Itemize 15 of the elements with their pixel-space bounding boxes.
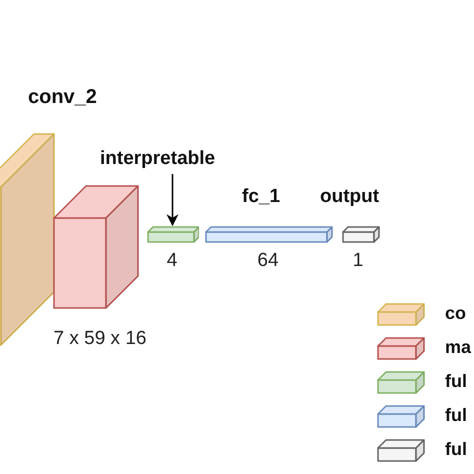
dimension-label: 7 x 59 x 16	[54, 328, 146, 351]
layer-name: conv_2	[28, 85, 97, 109]
size-label: 64	[257, 250, 279, 273]
layer-name: fc_1	[242, 186, 280, 209]
pooling-layer-block	[53, 185, 139, 309]
layer-label: interpretable	[100, 148, 216, 171]
legend-label: ma	[445, 337, 472, 359]
legend-label: ful	[445, 439, 467, 461]
size-label: 1	[352, 250, 364, 273]
size-label: 4	[166, 250, 178, 273]
legend-label: ful	[445, 371, 467, 393]
dense-layer-bar	[147, 226, 199, 243]
legend-label: ful	[445, 405, 467, 427]
legend-label: co	[445, 303, 466, 325]
layer-name: output	[320, 186, 380, 209]
